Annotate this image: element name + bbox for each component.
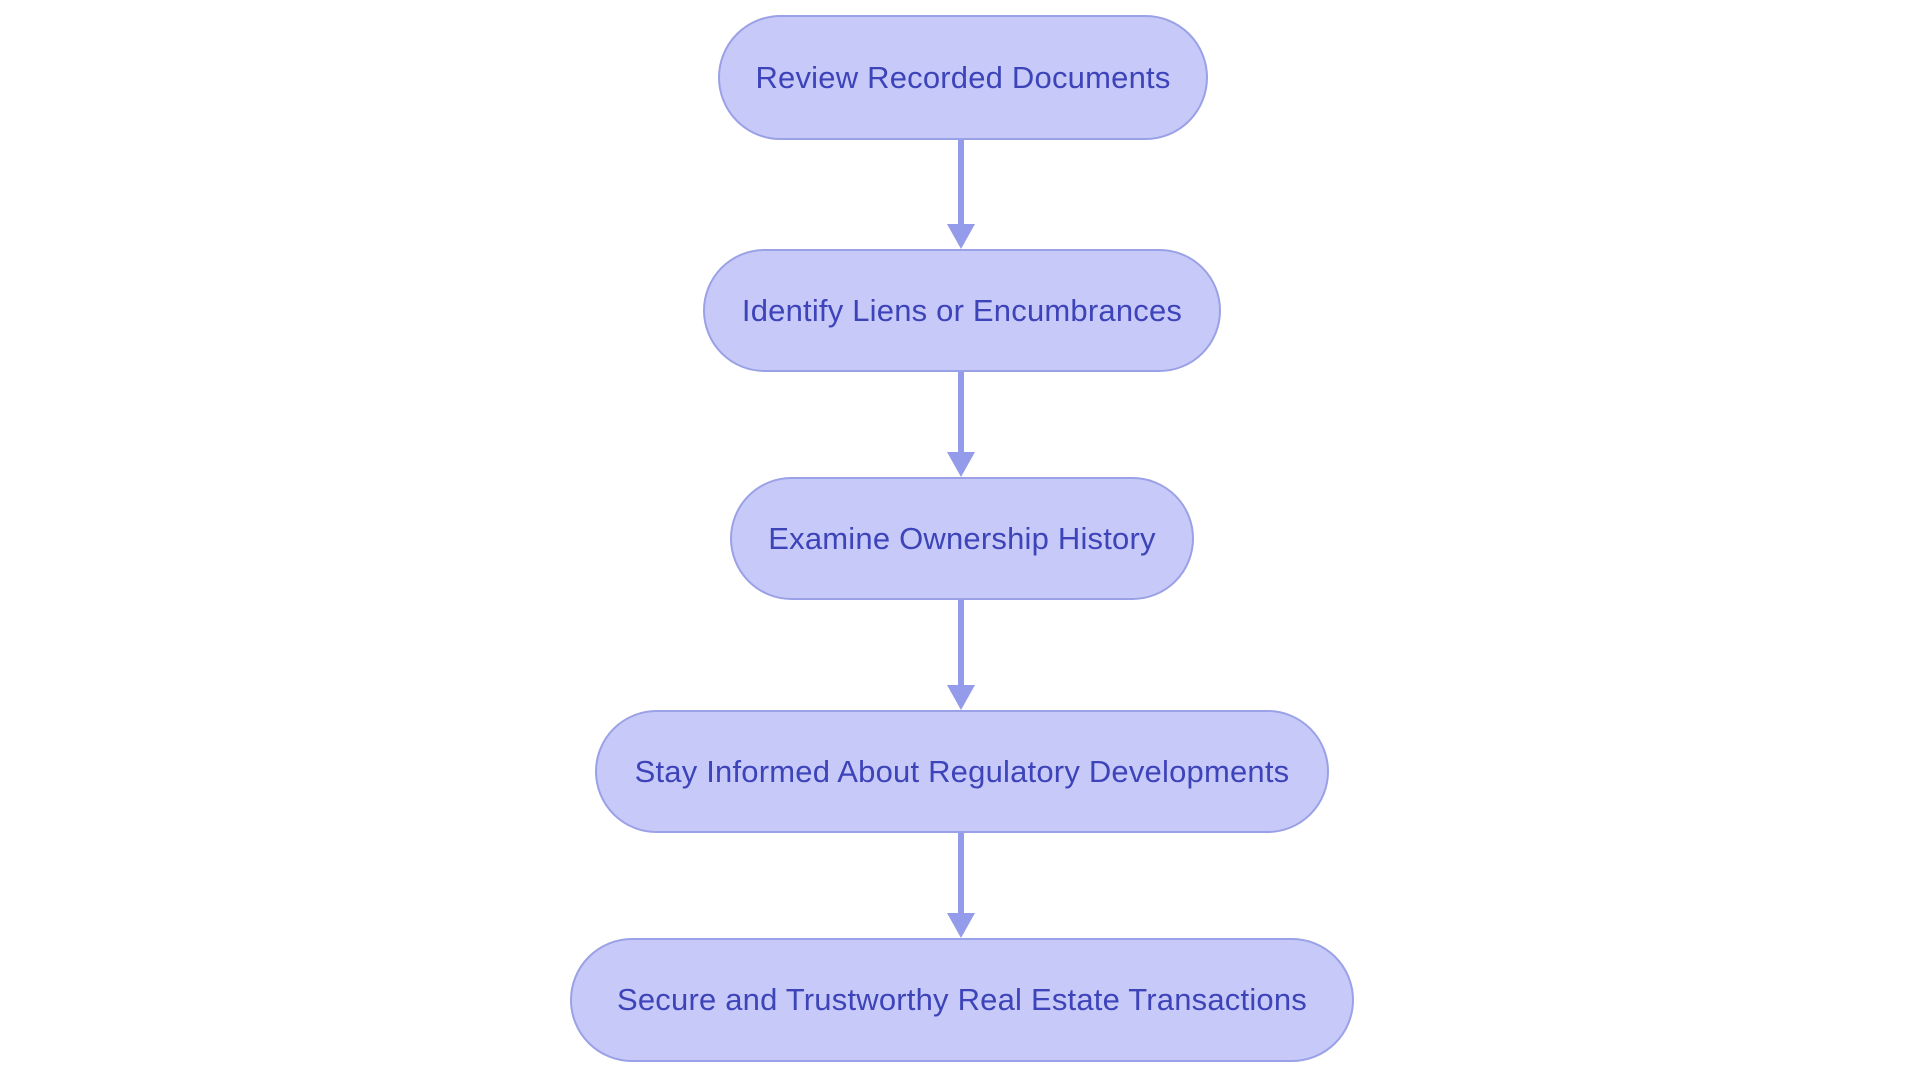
arrow-shaft bbox=[958, 833, 964, 914]
flow-node-review-recorded-documents: Review Recorded Documents bbox=[718, 15, 1208, 140]
flow-node-label: Identify Liens or Encumbrances bbox=[741, 292, 1183, 328]
arrow-down-icon bbox=[947, 913, 975, 938]
flow-node-label: Review Recorded Documents bbox=[755, 59, 1171, 95]
flow-node-label: Secure and Trustworthy Real Estate Trans… bbox=[616, 982, 1307, 1017]
flow-node-label: Stay Informed About Regulatory Developme… bbox=[634, 753, 1290, 789]
arrow-down-icon bbox=[947, 224, 975, 249]
arrow-down-icon bbox=[947, 685, 975, 710]
arrow-down-icon bbox=[947, 452, 975, 477]
flow-node-identify-liens-or-encumbrances: Identify Liens or Encumbrances bbox=[703, 249, 1221, 372]
arrow-shaft bbox=[958, 140, 964, 226]
flow-node-secure-and-trustworthy-real-estate-transactions: Secure and Trustworthy Real Estate Trans… bbox=[570, 938, 1354, 1062]
flow-node-label: Examine Ownership History bbox=[768, 520, 1156, 556]
arrow-shaft bbox=[958, 372, 964, 453]
arrow-shaft bbox=[958, 600, 964, 686]
flow-node-examine-ownership-history: Examine Ownership History bbox=[730, 477, 1194, 600]
flow-node-stay-informed-about-regulatory-developments: Stay Informed About Regulatory Developme… bbox=[595, 710, 1329, 833]
